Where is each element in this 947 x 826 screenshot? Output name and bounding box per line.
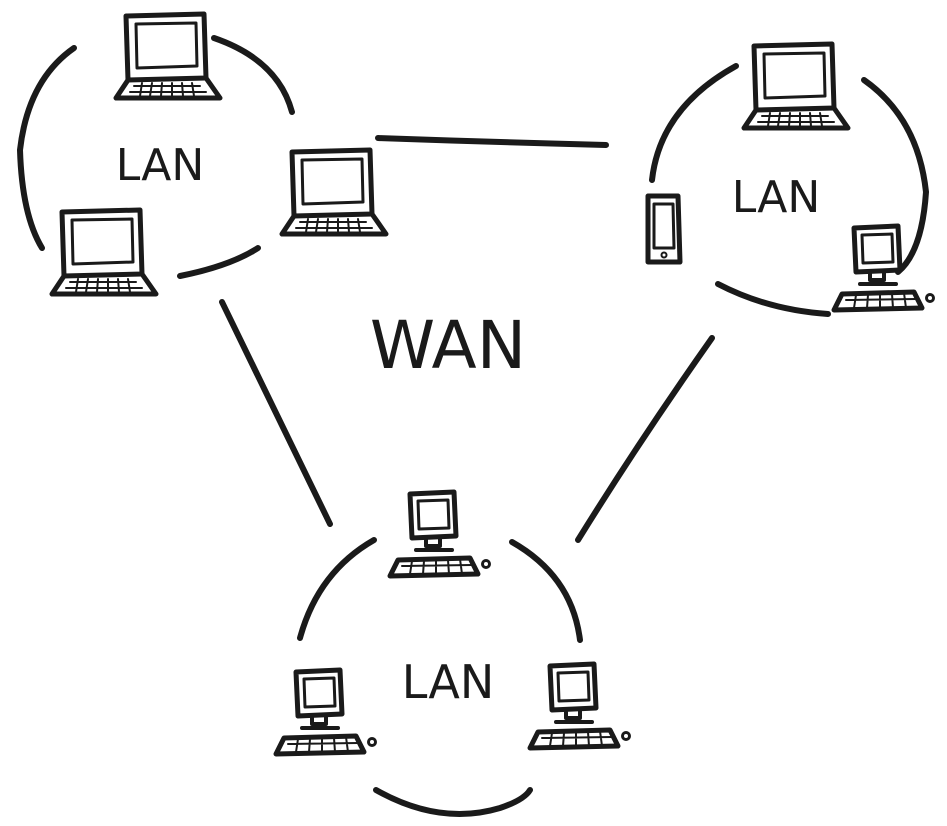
- lan-ring-arc: [649, 63, 739, 183]
- wan-label: WAN: [370, 307, 526, 384]
- wan-links: [219, 135, 715, 543]
- wan-link-left: [219, 299, 333, 527]
- lan-ring-arc: [297, 537, 377, 641]
- lan-ring-arc: [211, 35, 295, 115]
- lan-cluster-top-right: LAN: [648, 44, 934, 317]
- laptop-icon: [116, 14, 220, 98]
- lan-label: LAN: [402, 655, 495, 709]
- laptop-icon: [744, 44, 848, 128]
- lan-ring-arc: [509, 539, 583, 643]
- desktop-computer-icon: [390, 492, 490, 576]
- lan-ring-arc: [17, 45, 77, 251]
- wan-link-right: [575, 335, 715, 543]
- smartphone-icon: [648, 196, 680, 262]
- lan-ring-arc: [373, 787, 533, 817]
- lan-cluster-bottom: LAN: [276, 492, 630, 817]
- laptop-icon: [282, 150, 386, 234]
- lan-label: LAN: [116, 140, 205, 191]
- wan-link-top: [375, 135, 609, 148]
- lan-ring-arc: [861, 77, 929, 275]
- desktop-computer-icon: [276, 670, 376, 754]
- desktop-computer-icon: [530, 664, 630, 748]
- laptop-icon: [52, 210, 156, 294]
- lan-ring-arc: [715, 281, 831, 317]
- lan-cluster-top-left: LAN: [17, 14, 386, 294]
- lan-ring-arc: [177, 245, 261, 279]
- lan-label: LAN: [732, 172, 821, 223]
